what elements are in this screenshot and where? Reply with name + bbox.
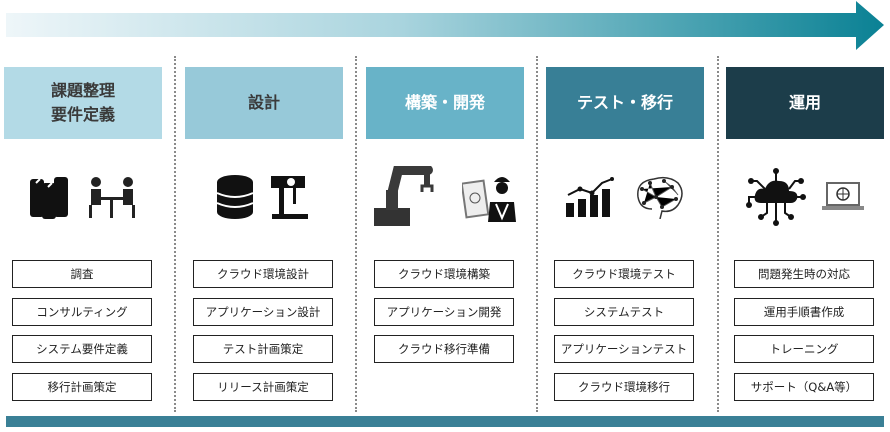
cloud-network-icon xyxy=(745,167,807,231)
phase-column: 構築・開発 クラウド環境構築アプリケーション開発クラウド移行準備 xyxy=(366,67,524,363)
task-list: 問題発生時の対応運用手順書作成トレーニングサポート（Q&A等） xyxy=(734,260,874,410)
phase-header: 設計 xyxy=(185,67,343,139)
task-item: クラウド環境構築 xyxy=(374,260,514,288)
task-item: 運用手順書作成 xyxy=(734,297,874,326)
task-item: クラウド環境テスト xyxy=(554,260,694,288)
task-item: トレーニング xyxy=(734,335,874,363)
task-item: テスト計画策定 xyxy=(193,335,333,363)
task-item: コンサルティング xyxy=(12,297,152,326)
phase-header: テスト・移行 xyxy=(546,67,704,139)
phase-icons xyxy=(366,139,524,259)
task-item: クラウド移行準備 xyxy=(374,335,514,363)
phase-header: 課題整理 要件定義 xyxy=(4,67,162,139)
process-flow-arrow xyxy=(6,1,884,50)
task-list: クラウド環境テストシステムテストアプリケーションテストクラウド環境移行 xyxy=(554,260,694,410)
divider xyxy=(536,56,538,412)
task-item: 問題発生時の対応 xyxy=(734,260,874,288)
task-item: アプリケーション開発 xyxy=(374,297,514,326)
phase-column: 運用 問題発生時の対応運用手順書作成トレーニングサポート（Q&A等） xyxy=(726,67,884,401)
task-item: システムテスト xyxy=(554,297,694,326)
task-item: アプリケーションテスト xyxy=(554,335,694,363)
divider xyxy=(355,56,357,412)
task-list: クラウド環境設計アプリケーション設計テスト計画策定リリース計画策定 xyxy=(193,260,333,410)
phase-icons xyxy=(546,139,704,259)
phase-header: 構築・開発 xyxy=(366,67,524,139)
database-icon xyxy=(215,174,255,224)
books-icon xyxy=(28,173,72,225)
drill-press-icon xyxy=(269,174,313,224)
task-item: 移行計画策定 xyxy=(12,372,152,401)
task-item: システム要件定義 xyxy=(12,335,152,363)
divider xyxy=(717,56,719,412)
phase-title: 運用 xyxy=(788,93,821,112)
meeting-icon xyxy=(86,175,138,223)
divider xyxy=(174,56,176,412)
task-item: 調査 xyxy=(12,260,152,288)
ai-brain-icon xyxy=(632,175,686,223)
phase-column: 課題整理 要件定義 調査コンサルティングシステム要件定義移行計画策定 xyxy=(4,67,162,401)
phase-title: 構築・開発 xyxy=(404,93,485,112)
task-item: アプリケーション設計 xyxy=(193,297,333,326)
phase-header: 運用 xyxy=(726,67,884,139)
phase-title: 設計 xyxy=(247,93,280,112)
phase-title: テスト・移行 xyxy=(576,93,673,112)
phase-title: 課題整理 要件定義 xyxy=(50,81,115,124)
task-item: サポート（Q&A等） xyxy=(734,372,874,401)
robot-arm-icon xyxy=(372,165,448,232)
phase-icons xyxy=(726,139,884,259)
task-item: リリース計画策定 xyxy=(193,372,333,401)
task-item: クラウド環境設計 xyxy=(193,260,333,288)
bottom-bar xyxy=(6,416,884,427)
bar-chart-icon xyxy=(564,177,618,221)
phase-column: 設計 クラウド環境設計アプリケーション設計テスト計画策定リリース計画策定 xyxy=(185,67,343,401)
task-list: 調査コンサルティングシステム要件定義移行計画策定 xyxy=(12,260,152,410)
engineer-icon xyxy=(460,170,518,228)
laptop-globe-icon xyxy=(821,181,865,217)
phase-column: テスト・移行 クラウド環境テストシステムテストアプリケーションテストクラウド環境… xyxy=(546,67,704,401)
task-item: クラウド環境移行 xyxy=(554,372,694,401)
task-list: クラウド環境構築アプリケーション開発クラウド移行準備 xyxy=(374,260,514,373)
phase-icons xyxy=(185,139,343,259)
phase-icons xyxy=(4,139,162,259)
